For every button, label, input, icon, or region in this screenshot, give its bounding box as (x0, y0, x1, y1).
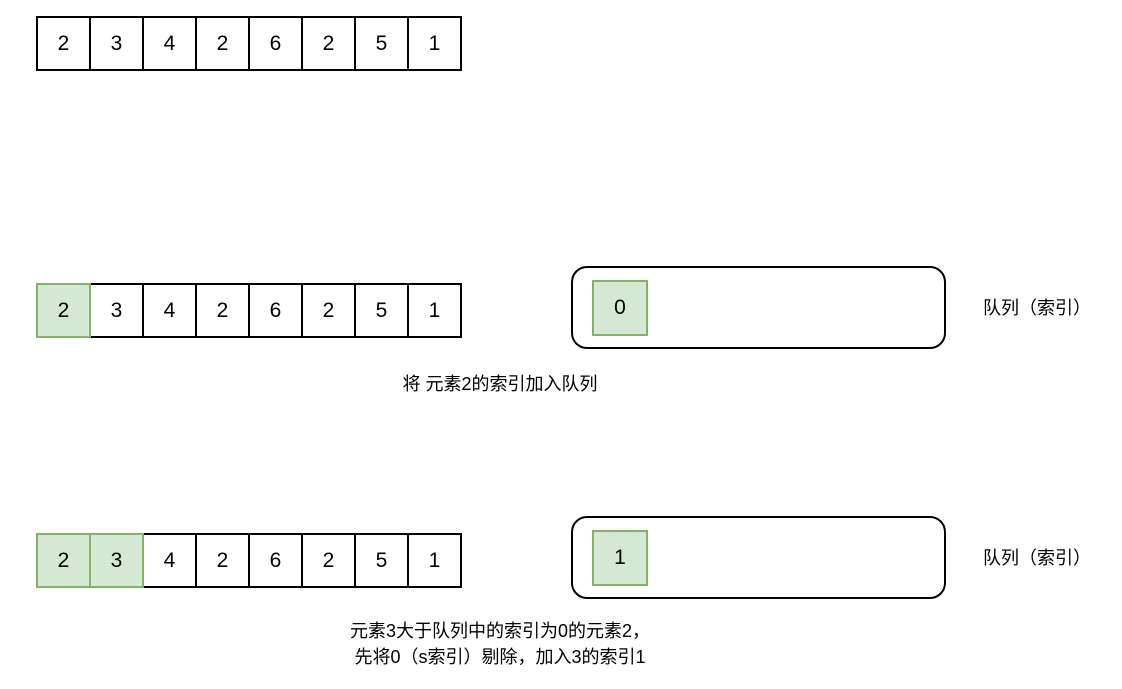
array-cell: 5 (354, 16, 409, 71)
array-cell: 2 (301, 283, 356, 338)
array-cell: 1 (407, 533, 462, 588)
queue-label-step-2: 队列（索引） (983, 548, 1091, 568)
array-row-initial: 2 3 4 2 6 2 5 1 (36, 16, 462, 71)
array-cell: 5 (354, 283, 409, 338)
queue-container-step-1: 0 (571, 266, 946, 349)
array-cell: 3 (89, 283, 144, 338)
array-cell: 2 (195, 16, 250, 71)
array-cell: 3 (89, 16, 144, 71)
array-cell: 4 (142, 283, 197, 338)
queue-container-step-2: 1 (571, 516, 946, 599)
array-cell: 6 (248, 16, 303, 71)
queue-item: 0 (592, 279, 648, 336)
array-row-step-2: 2 3 4 2 6 2 5 1 (36, 533, 462, 588)
array-cell: 2 (195, 533, 250, 588)
array-cell: 1 (407, 16, 462, 71)
array-cell: 4 (142, 16, 197, 71)
array-cell: 4 (142, 533, 197, 588)
array-cell: 6 (248, 533, 303, 588)
array-cell: 6 (248, 283, 303, 338)
array-cell-highlighted: 2 (36, 283, 91, 338)
array-cell: 2 (301, 533, 356, 588)
array-row-step-1: 2 3 4 2 6 2 5 1 (36, 283, 462, 338)
caption-line: 将 元素2的索引加入队列 (402, 374, 598, 394)
array-cell: 2 (36, 16, 91, 71)
array-cell: 1 (407, 283, 462, 338)
array-cell-highlighted: 3 (89, 533, 144, 588)
array-cell-highlighted: 2 (36, 533, 91, 588)
array-cell: 2 (195, 283, 250, 338)
caption-line: 元素3大于队列中的索引为0的元素2， (349, 621, 651, 641)
caption-step-1: 将 元素2的索引加入队列 (0, 371, 1000, 397)
queue-item: 1 (592, 529, 648, 586)
caption-line: 先将0（s索引）剔除，加入3的索引1 (354, 647, 646, 668)
array-cell: 2 (301, 16, 356, 71)
array-cell: 5 (354, 533, 409, 588)
queue-label-step-1: 队列（索引） (983, 298, 1091, 318)
caption-step-2: 元素3大于队列中的索引为0的元素2， 先将0（s索引）剔除，加入3的索引1 (0, 618, 1000, 670)
